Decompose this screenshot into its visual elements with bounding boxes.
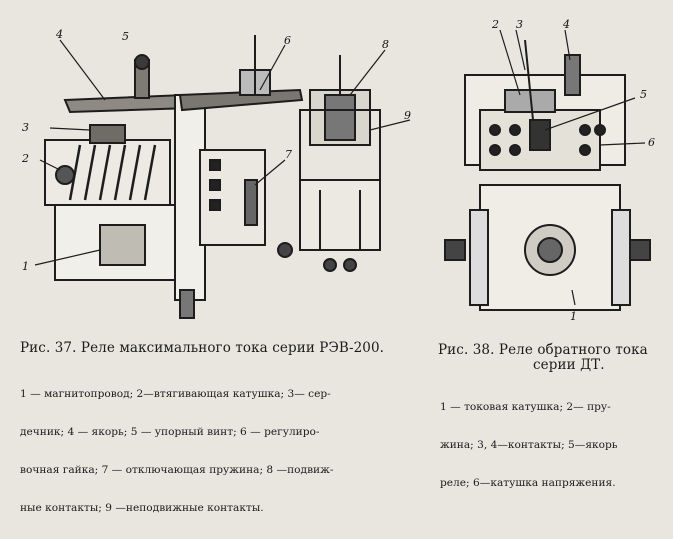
fig38-caption: 1 — токовая катушка; 2— пру- жина; 3, 4—… <box>440 376 618 515</box>
fig37-label-8: 8 <box>382 38 389 51</box>
fig37-caption-line: 1 — магнитопровод; 2—втягивающая катушка… <box>20 388 331 401</box>
fig37-label-4: 4 <box>55 28 63 41</box>
fig37-label-5: 5 <box>122 30 129 43</box>
figure-38-drawing: 2 3 4 5 6 1 <box>444 18 655 323</box>
fig37-title: Рис. 37. Реле максимального тока серии Р… <box>20 340 385 356</box>
fig37-caption-line: дечник; 4 — якорь; 5 — упорный винт; 6 —… <box>20 425 320 438</box>
fig37-label-7: 7 <box>285 148 292 161</box>
fig37-label-2: 2 <box>21 152 29 165</box>
fig38-caption-line: 1 — токовая катушка; 2— пру- <box>440 401 611 414</box>
fig38-label-2: 2 <box>491 18 499 31</box>
fig38-label-3: 3 <box>516 18 523 31</box>
fig37-label-3: 3 <box>22 121 29 134</box>
fig37-label-6: 6 <box>284 34 291 47</box>
fig38-caption-line: жина; 3, 4—контакты; 5—якорь <box>440 438 618 451</box>
fig38-title-line: серии ДТ. <box>533 357 605 373</box>
fig38-label-5: 5 <box>640 88 647 101</box>
fig37-label-1: 1 <box>22 260 29 273</box>
fig37-caption-line: ные контакты; 9 —неподвижные контакты. <box>20 501 264 514</box>
figure-37-drawing: 4 5 6 8 3 2 9 7 1 <box>21 28 411 319</box>
fig38-title-line: Рис. 38. Реле обратного тока <box>438 342 648 358</box>
fig38-title: Рис. 38. Реле обратного тока серии ДТ. <box>438 343 648 373</box>
fig37-caption-line: вочная гайка; 7 — отключающая пружина; 8… <box>20 463 334 476</box>
fig38-caption-line: реле; 6—катушка напряжения. <box>440 476 616 489</box>
fig37-label-9: 9 <box>404 109 411 122</box>
book-page: 4 5 6 8 3 2 9 7 1 <box>20 18 655 514</box>
fig38-label-6: 6 <box>648 136 655 149</box>
fig38-label-4: 4 <box>562 18 570 31</box>
fig38-label-1: 1 <box>570 310 577 323</box>
fig37-caption: 1 — магнитопровод; 2—втягивающая катушка… <box>20 363 333 539</box>
